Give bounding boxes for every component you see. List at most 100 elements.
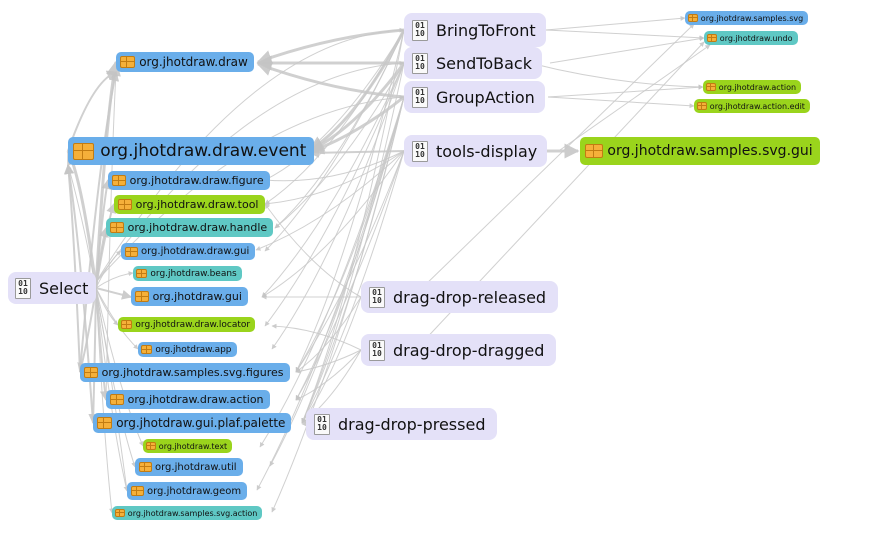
package-node-app[interactable]: org.jhotdraw.app	[138, 342, 237, 357]
package-node-samples-svg[interactable]: org.jhotdraw.samples.svg	[685, 11, 809, 25]
dependency-edge	[547, 96, 695, 109]
dependency-edge	[301, 150, 405, 424]
feature-label: GroupAction	[436, 87, 535, 107]
package-node-svg-gui[interactable]: org.jhotdraw.samples.svg.gui	[580, 137, 820, 165]
package-node-svg-action[interactable]: org.jhotdraw.samples.svg.action	[112, 506, 263, 520]
package-icon	[84, 367, 98, 378]
package-label: org.jhotdraw.draw.locator	[135, 319, 251, 330]
dependency-edge	[274, 62, 405, 229]
feature-label: tools-display	[436, 141, 538, 161]
package-node-gui[interactable]: org.jhotdraw.gui	[131, 287, 248, 306]
dependency-edge	[105, 71, 119, 401]
package-label: org.jhotdraw.draw	[139, 55, 248, 69]
package-icon	[688, 14, 698, 22]
dependency-edge	[545, 15, 686, 31]
package-icon	[141, 345, 153, 354]
package-node-draw-gui[interactable]: org.jhotdraw.draw.gui	[121, 243, 256, 260]
dependency-edge	[264, 203, 362, 298]
feature-label: SendToBack	[436, 53, 532, 73]
package-icon	[585, 144, 603, 158]
dependency-edge	[549, 36, 705, 64]
dependency-edge	[301, 29, 405, 424]
package-node-action-edit[interactable]: org.jhotdraw.action.edit	[694, 99, 810, 113]
package-icon	[112, 175, 126, 186]
dependency-edge	[264, 29, 405, 205]
package-label: org.jhotdraw.draw.gui	[141, 246, 250, 257]
package-node-undo[interactable]: org.jhotdraw.undo	[704, 31, 798, 45]
package-node-action[interactable]: org.jhotdraw.action	[703, 80, 802, 94]
package-label: org.jhotdraw.beans	[150, 268, 237, 279]
package-label: org.jhotdraw.action.edit	[709, 101, 805, 111]
dependency-edge	[63, 164, 81, 373]
package-icon	[110, 394, 124, 405]
package-node-svg-figures[interactable]: org.jhotdraw.samples.svg.figures	[80, 363, 290, 382]
dependency-edge	[295, 349, 362, 374]
package-icon	[146, 442, 156, 450]
package-node-draw-handle[interactable]: org.jhotdraw.draw.handle	[106, 218, 274, 237]
dependency-edge	[308, 95, 405, 155]
package-icon	[118, 199, 132, 210]
package-node-draw-locator[interactable]: org.jhotdraw.draw.locator	[118, 317, 256, 332]
package-icon	[97, 417, 112, 429]
dependency-edge	[547, 84, 704, 98]
dependency-edge	[545, 29, 705, 41]
package-label: org.jhotdraw.samples.svg.gui	[607, 143, 813, 159]
package-node-plaf-palette[interactable]: org.jhotdraw.gui.plaf.palette	[93, 413, 292, 433]
dependency-edge	[264, 150, 405, 207]
dependency-edge	[66, 164, 128, 492]
package-label: org.jhotdraw.draw.figure	[129, 174, 264, 187]
package-node-draw-event[interactable]: org.jhotdraw.draw.event	[68, 137, 315, 165]
dependency-edge	[256, 61, 405, 99]
package-label: org.jhotdraw.gui	[152, 290, 242, 303]
feature-label: drag-drop-released	[393, 287, 547, 307]
package-label: org.jhotdraw.text	[158, 441, 228, 451]
package-label: org.jhotdraw.undo	[719, 33, 793, 43]
package-node-draw-figure[interactable]: org.jhotdraw.draw.figure	[108, 171, 270, 190]
package-node-text[interactable]: org.jhotdraw.text	[143, 439, 233, 453]
package-node-util[interactable]: org.jhotdraw.util	[135, 458, 243, 476]
dependency-edge	[309, 147, 405, 158]
package-icon	[697, 102, 707, 110]
dependency-edge	[264, 150, 405, 183]
package-label: org.jhotdraw.gui.plaf.palette	[116, 416, 286, 430]
dependency-edge	[95, 287, 139, 350]
package-node-geom[interactable]: org.jhotdraw.geom	[127, 482, 248, 500]
package-label: org.jhotdraw.draw.tool	[135, 198, 259, 211]
package-label: org.jhotdraw.geom	[147, 485, 242, 497]
package-label: org.jhotdraw.app	[155, 344, 232, 355]
package-label: org.jhotdraw.samples.svg	[700, 13, 804, 23]
dependency-edge	[95, 271, 134, 289]
package-label: org.jhotdraw.draw.event	[100, 141, 307, 161]
package-node-draw[interactable]: org.jhotdraw.draw	[116, 52, 254, 72]
dependency-edge	[271, 62, 405, 350]
dependency-edge	[295, 296, 362, 373]
package-node-beans[interactable]: org.jhotdraw.beans	[133, 266, 242, 281]
package-node-draw-tool[interactable]: org.jhotdraw.draw.tool	[114, 195, 265, 214]
feature-label: Select	[39, 278, 89, 298]
dependency-edge	[559, 44, 711, 151]
dependency-edge	[264, 29, 405, 181]
package-icon	[110, 222, 124, 233]
dependency-edge	[419, 23, 695, 291]
package-node-draw-action[interactable]: org.jhotdraw.draw.action	[106, 390, 270, 409]
package-icon	[121, 320, 133, 329]
package-icon	[120, 56, 135, 68]
package-icon	[706, 83, 716, 91]
